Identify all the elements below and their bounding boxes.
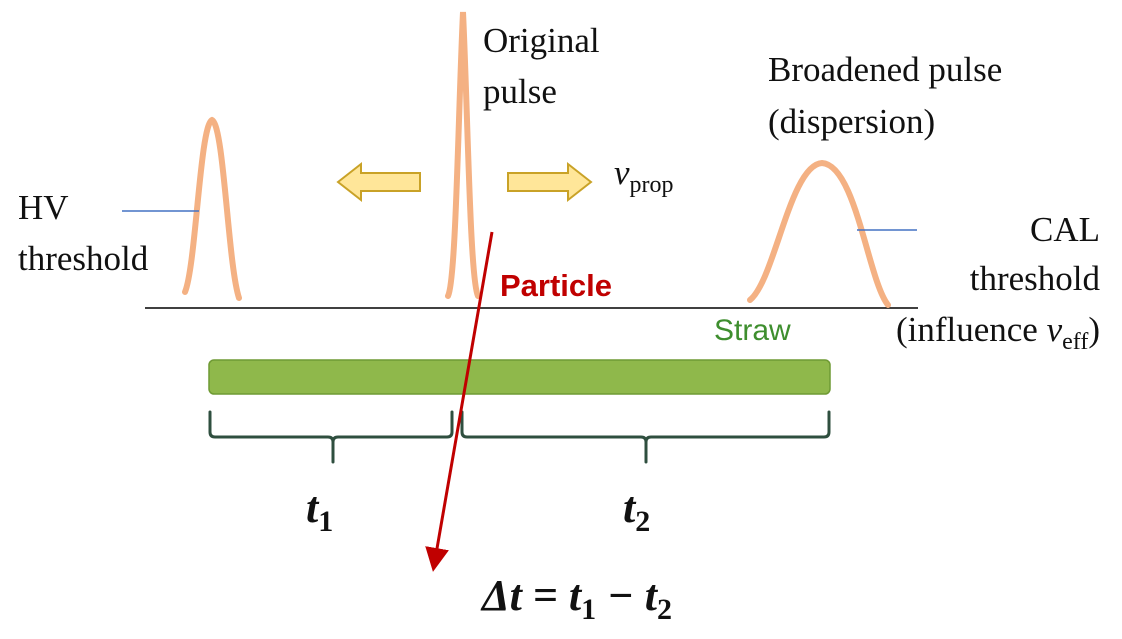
hv-threshold-label-line1: HV	[18, 188, 69, 227]
broadened-pulse	[747, 159, 891, 308]
t1-sub: 1	[318, 505, 333, 538]
right-propagation-arrow	[507, 161, 593, 203]
delta-t-formula: Δt = t1 − t2	[480, 571, 672, 626]
t2-brace	[460, 410, 831, 464]
formula-lhs: Δt = t	[480, 571, 583, 620]
broadened-pulse-label-line2: (dispersion)	[768, 102, 935, 141]
original-pulse	[445, 11, 481, 299]
formula-sub2: 2	[657, 593, 672, 626]
vprop-label: vprop	[614, 153, 674, 198]
formula-sub1: 1	[581, 593, 596, 626]
formula-mid: − t	[596, 571, 659, 620]
particle-track	[425, 231, 494, 572]
cal-threshold-label-line1: CAL	[1030, 210, 1100, 249]
vprop-sub: prop	[630, 172, 674, 198]
cal-influence-suffix: )	[1088, 310, 1100, 349]
original-pulse-label-line2: pulse	[483, 72, 557, 111]
cal-threshold-label-line2: threshold	[970, 259, 1101, 298]
cal-veff-var: v	[1047, 310, 1063, 349]
cal-influence-prefix: (influence	[896, 310, 1047, 349]
original-pulse-label-line1: Original	[483, 21, 600, 60]
t2-var: t	[623, 483, 637, 532]
vprop-var: v	[614, 153, 630, 192]
t1-var: t	[306, 483, 320, 532]
cal-threshold-label-line3: (influence veff)	[896, 310, 1100, 355]
t1-brace	[208, 410, 454, 464]
left-pulse	[182, 116, 242, 301]
particle-label: Particle	[500, 268, 612, 303]
hv-threshold-label-line2: threshold	[18, 239, 149, 278]
t2-label: t2	[623, 483, 650, 538]
t2-sub: 2	[635, 505, 650, 538]
straw-label: Straw	[714, 314, 791, 347]
broadened-pulse-label-line1: Broadened pulse	[768, 50, 1002, 89]
straw-tube	[208, 359, 831, 395]
t1-label: t1	[306, 483, 333, 538]
left-propagation-arrow	[336, 161, 421, 203]
cal-veff-sub: eff	[1062, 329, 1088, 355]
